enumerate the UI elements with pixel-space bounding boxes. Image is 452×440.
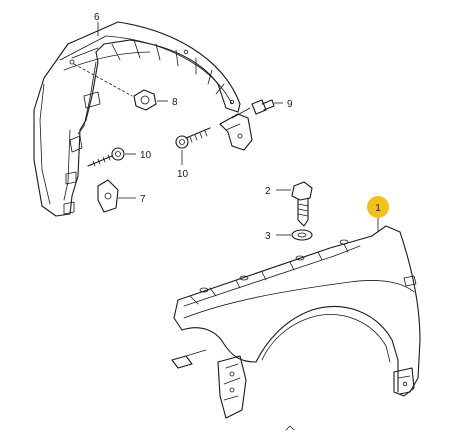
callout-9: 9 [287,99,293,110]
nut-part-8 [133,89,168,111]
callout-1-highlight: 1 [367,196,389,218]
wheel-arch-liner [33,21,241,217]
front-fender [171,218,421,431]
liner-bracket [219,113,253,151]
callout-2: 2 [265,186,271,197]
callout-10-lower: 10 [140,150,152,161]
bolt-part-2 [276,181,313,227]
washer-part-3 [276,229,313,241]
callout-6: 6 [94,12,100,23]
callout-8: 8 [172,97,178,108]
bolt-part-9 [231,99,283,119]
callout-7: 7 [140,194,146,205]
screw-part-10-upper [175,127,211,165]
callout-1: 1 [375,203,381,214]
callout-3: 3 [265,231,271,242]
clip-nut-part-7 [97,179,136,213]
screw-part-10-lower [87,147,136,167]
callout-10-upper: 10 [177,169,189,180]
